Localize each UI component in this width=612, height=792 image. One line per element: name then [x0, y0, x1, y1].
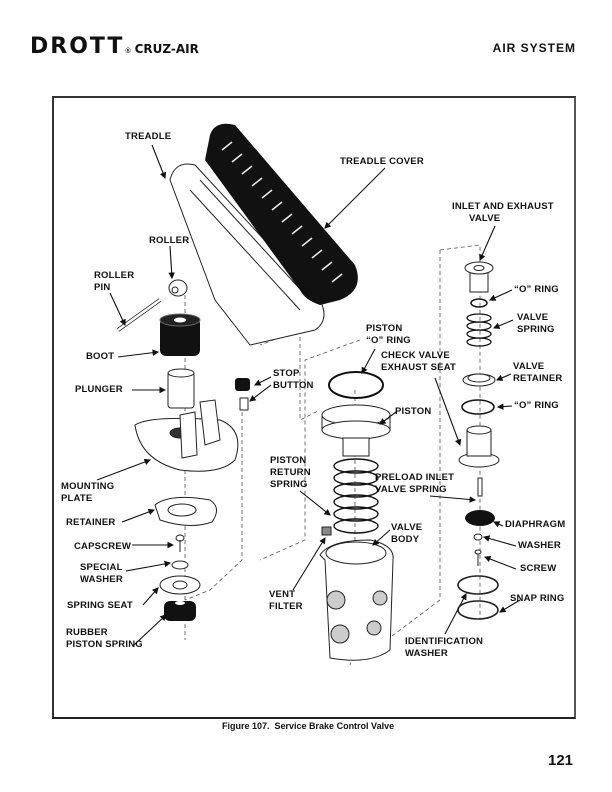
preload-inlet-valve-spring-part	[477, 477, 483, 497]
o-ring-lower-part	[461, 399, 495, 415]
label-identification-washer: IDENTIFICATION WASHER	[405, 636, 484, 659]
label-valve-body: VALVE BODY	[391, 522, 423, 545]
label-valve-spring: VALVE SPRING	[517, 312, 555, 335]
valve-retainer-part	[462, 373, 496, 387]
brand-name: DROTT	[30, 34, 125, 59]
screw-part	[474, 549, 482, 566]
inlet-exhaust-valve-part	[464, 261, 494, 293]
label-o-ring-lower: “O” RING	[514, 400, 559, 411]
label-diaphragm: DIAPHRAGM	[505, 519, 566, 530]
roller-pin-highlight	[117, 298, 161, 332]
rubber-piston-spring-part	[164, 601, 196, 621]
brand-logo: DROTT ® CRUZ-AIR	[30, 34, 199, 59]
valve-spring-part	[466, 313, 492, 347]
label-retainer: RETAINER	[66, 517, 116, 528]
piston-o-ring-part	[328, 371, 384, 399]
valve-body-part	[319, 539, 394, 661]
label-treadle-cover: TREADLE COVER	[340, 156, 424, 167]
piston-part	[321, 404, 391, 457]
label-preload-inlet-valve-spring: PRELOAD INLET VALVE SPRING	[375, 472, 455, 495]
retainer-part	[154, 496, 217, 526]
vent-filter-part	[321, 526, 332, 536]
label-boot: BOOT	[86, 351, 115, 362]
label-capscrew: CAPSCREW	[74, 541, 132, 552]
label-vent-filter: VENT FILTER	[269, 589, 303, 612]
figure-caption: Figure 107. Service Brake Control Valve	[222, 721, 395, 731]
label-special-washer: SPECIAL WASHER	[80, 562, 123, 585]
label-piston-o-ring: PISTON “O” RING	[366, 323, 411, 346]
label-plunger: PLUNGER	[75, 384, 123, 395]
identification-washer-part	[457, 575, 499, 595]
label-roller-pin: ROLLER PIN	[94, 270, 135, 293]
piston-return-spring-part	[333, 458, 379, 534]
capscrew-part	[175, 534, 185, 552]
label-roller: ROLLER	[149, 235, 190, 246]
brand-model: CRUZ-AIR	[134, 42, 199, 56]
stop-button-part	[235, 378, 250, 411]
snap-ring-part	[457, 600, 499, 620]
label-piston: PISTON	[395, 406, 432, 417]
page-number: 121	[548, 752, 574, 769]
label-valve-retainer: VALVE RETAINER	[513, 361, 563, 384]
treadle-cover-part	[205, 123, 358, 305]
label-rubber-piston-spring: RUBBER PISTON SPRING	[66, 627, 143, 650]
label-stop-button: STOP BUTTON	[273, 368, 314, 391]
check-valve-exhaust-seat-part	[458, 425, 500, 468]
label-washer: WASHER	[518, 540, 561, 551]
label-o-ring-top: “O” RING	[514, 284, 559, 295]
diaphragm-part	[465, 510, 495, 526]
figure-frame	[52, 96, 576, 719]
leader-lines	[96, 144, 521, 646]
label-screw: SCREW	[520, 563, 557, 574]
roller-part	[168, 279, 188, 297]
label-piston-return-spring: PISTON RETURN SPRING	[270, 455, 311, 490]
label-inlet-exhaust-valve: INLET AND EXHAUST VALVE	[452, 201, 554, 224]
washer-part	[473, 533, 483, 541]
special-washer-part	[171, 560, 189, 570]
label-mounting-plate: MOUNTING PLATE	[61, 481, 115, 504]
spring-seat-part	[159, 575, 201, 595]
mounting-plate-part	[134, 399, 239, 472]
label-snap-ring: SNAP RING	[510, 593, 565, 604]
label-check-valve-exhaust-seat: CHECK VALVE EXHAUST SEAT	[381, 350, 457, 373]
plunger-part	[167, 368, 195, 409]
section-title: AIR SYSTEM	[492, 41, 576, 55]
label-treadle: TREADLE	[125, 131, 172, 142]
o-ring-top-part	[470, 298, 488, 308]
brand-trademark: ®	[125, 48, 131, 55]
label-spring-seat: SPRING SEAT	[67, 600, 133, 611]
boot-part	[159, 313, 201, 356]
